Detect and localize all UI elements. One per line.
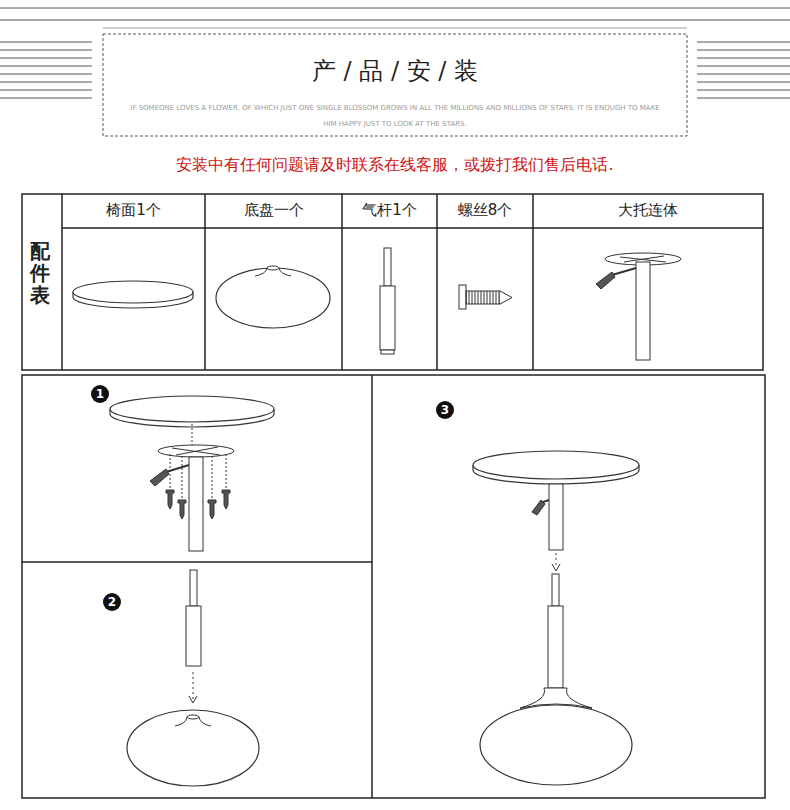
callout-text: 2 <box>108 596 116 608</box>
table-header-cell: 底盘一个 <box>205 201 342 220</box>
title: 产 / 品 / 安 / 装 <box>195 55 595 87</box>
callout-text: 1 <box>96 388 104 400</box>
notice-text: 安装中有任何问题请及时联系在线客服，或拨打我们售后电话. <box>60 155 730 176</box>
table-header-cell: 气杆1个 <box>342 201 437 220</box>
table-header-cell: 螺丝8个 <box>437 201 533 220</box>
callout-number: 3 <box>436 401 454 419</box>
table-header-cell: 大托连体 <box>533 201 763 220</box>
callout-number: 2 <box>103 593 121 611</box>
callout-number: 1 <box>91 385 109 403</box>
table-side-header: 配件表 <box>30 240 50 306</box>
callout-text: 3 <box>441 404 449 416</box>
motto-text: IF SOMEONE LOVES A FLOWER, OF WHICH JUST… <box>130 100 660 132</box>
table-header-cell: 椅面1个 <box>62 201 205 220</box>
